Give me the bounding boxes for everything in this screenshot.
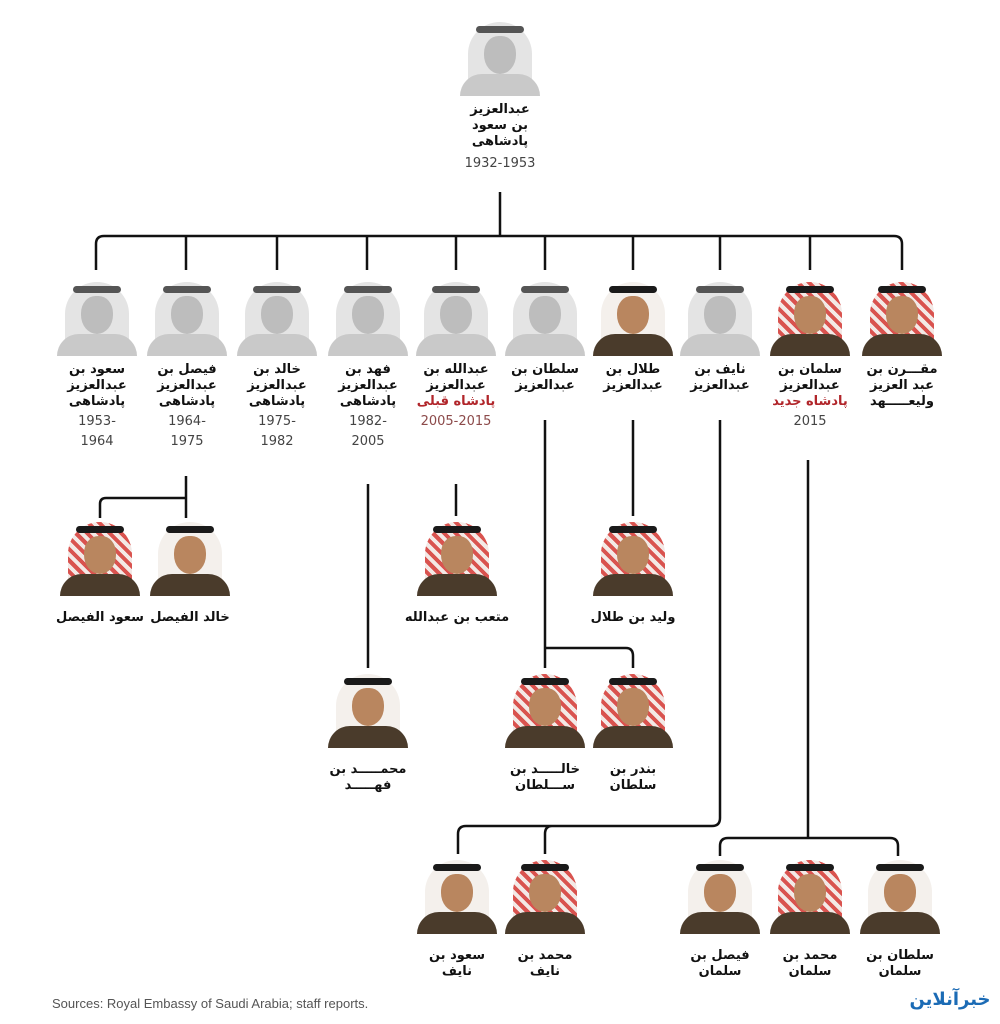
sources-caption: Sources: Royal Embassy of Saudi Arabia; … bbox=[52, 996, 369, 1011]
grandson-node-alwaleed: ولید بن طلال bbox=[578, 520, 688, 626]
grandson-name: محمـــــد بن فهـــــد bbox=[329, 762, 407, 793]
son-years: 2005-2015 bbox=[420, 414, 492, 429]
portrait-mohammed-fahd bbox=[328, 672, 408, 748]
grandson-name: خالـــــد بن ســـلطان bbox=[510, 762, 580, 793]
son-years: 1982- 2005 bbox=[349, 414, 387, 449]
portrait-faisal-salman bbox=[680, 858, 760, 934]
portrait-saud-nayef bbox=[417, 858, 497, 934]
son-node-faisal: فیصل بن عبدالعزیز پادشاهی 1964- 1975 bbox=[132, 280, 242, 452]
grandson-name: سعود بن نایف bbox=[428, 948, 486, 979]
grandson-name: محمد بن سلمان bbox=[782, 948, 838, 979]
salman-branch bbox=[718, 460, 900, 856]
grandson-node-saud-nayef: سعود بن نایف bbox=[402, 858, 512, 980]
grandson-node-mutaib: متعب بن عبدالله bbox=[402, 520, 512, 626]
grandson-node-faisal-salman: فیصل بن سلمان bbox=[665, 858, 775, 980]
portrait-saud bbox=[57, 280, 137, 356]
faisal-branch bbox=[98, 476, 188, 518]
grandson-node-bandar-sultan: بندر بن سلطان bbox=[578, 672, 688, 794]
grandson-name: محمد بن نایف bbox=[517, 948, 573, 979]
grandson-name: سلطان بن سلمان bbox=[866, 948, 934, 979]
son-years: 1964- 1975 bbox=[168, 414, 206, 449]
son-years: 2015 bbox=[793, 414, 827, 429]
portrait-mohammed-nayef bbox=[505, 858, 585, 934]
son-node-nayef: نایف بن عبدالعزیز bbox=[665, 280, 775, 394]
portrait-khalid bbox=[237, 280, 317, 356]
grandson-node-khalid-sultan: خالـــــد بن ســـلطان bbox=[490, 672, 600, 794]
son-role: پادشاه قبلی bbox=[416, 394, 496, 409]
son-role: پادشاه جدید bbox=[772, 394, 848, 409]
portrait-faisal bbox=[147, 280, 227, 356]
son-name: فهد بن عبدالعزیز پادشاهی bbox=[338, 362, 398, 409]
grandson-node-sultan-salman: سلطان بن سلمان bbox=[845, 858, 955, 980]
son-node-talal: طلال بن عبدالعزیز bbox=[578, 280, 688, 394]
portrait-bandar-sultan bbox=[593, 672, 673, 748]
grandson-name: بندر بن سلطان bbox=[609, 762, 657, 793]
grandson-node-saud-alfaisal: سعود الفیصل bbox=[45, 520, 155, 626]
grandson-name: خالد الفیصل bbox=[150, 610, 230, 625]
portrait-khalid-sultan bbox=[505, 672, 585, 748]
grandson-name: سعود الفیصل bbox=[56, 610, 144, 625]
son-name: مقـــرن بن عبد العزیز ولیعـــــهد bbox=[866, 362, 938, 409]
portrait-mutaib bbox=[417, 520, 497, 596]
son-node-fahd: فهد بن عبدالعزیز پادشاهی 1982- 2005 bbox=[313, 280, 423, 452]
root-years: 1932-1953 bbox=[464, 156, 536, 171]
son-name: سلطان بن عبدالعزیز bbox=[511, 362, 579, 393]
son-node-salman: سلمان بن عبدالعزیز پادشاه جدید 2015 bbox=[755, 280, 865, 432]
grandson-name: متعب بن عبدالله bbox=[404, 610, 510, 625]
son-years: 1953- 1964 bbox=[78, 414, 116, 449]
grandson-node-mohammed-nayef: محمد بن نایف bbox=[490, 858, 600, 980]
portrait-alwaleed bbox=[593, 520, 673, 596]
son-name: سعود بن عبدالعزیز پادشاهی bbox=[67, 362, 127, 409]
son-name: فیصل بن عبدالعزیز پادشاهی bbox=[157, 362, 217, 409]
portrait-sultan-salman bbox=[860, 858, 940, 934]
grandson-node-mohammed-fahd: محمـــــد بن فهـــــد bbox=[313, 672, 423, 794]
son-node-khalid: خالد بن عبدالعزیز پادشاهی 1975- 1982 bbox=[222, 280, 332, 452]
portrait-saud-alfaisal bbox=[60, 520, 140, 596]
portrait-fahd bbox=[328, 280, 408, 356]
portrait-nayef bbox=[680, 280, 760, 356]
root-node-abdulaziz: عبدالعزیز بن سعود پادشاهی 1932-1953 bbox=[445, 20, 555, 174]
portrait-khalid-alfaisal bbox=[150, 520, 230, 596]
son-node-saud: سعود بن عبدالعزیز پادشاهی 1953- 1964 bbox=[42, 280, 152, 452]
publisher-logo: خبرآنلاین bbox=[909, 989, 991, 1010]
sultan-branch bbox=[543, 420, 635, 668]
portrait-muqrin bbox=[862, 280, 942, 356]
son-name: طلال بن عبدالعزیز bbox=[603, 362, 663, 393]
son-node-abdullah: عبدالله بن عبدالعزیز پادشاه قبلی 2005-20… bbox=[401, 280, 511, 432]
portrait-salman bbox=[770, 280, 850, 356]
root-name: عبدالعزیز بن سعود پادشاهی bbox=[470, 102, 530, 149]
son-node-muqrin: مقـــرن بن عبد العزیز ولیعـــــهد bbox=[847, 280, 957, 410]
nayef-branch bbox=[456, 420, 722, 854]
portrait-talal bbox=[593, 280, 673, 356]
grandson-node-mohammed-salman: محمد بن سلمان bbox=[755, 858, 865, 980]
sons-bus bbox=[94, 234, 904, 270]
son-name: عبدالله بن عبدالعزیز bbox=[423, 362, 489, 393]
grandson-name: ولید بن طلال bbox=[590, 610, 676, 625]
grandson-name: فیصل بن سلمان bbox=[690, 948, 750, 979]
portrait-abdulaziz bbox=[460, 20, 540, 96]
son-name: نایف بن عبدالعزیز bbox=[690, 362, 750, 393]
portrait-sultan bbox=[505, 280, 585, 356]
portrait-abdullah bbox=[416, 280, 496, 356]
son-name: سلمان بن عبدالعزیز bbox=[778, 362, 842, 393]
son-name: خالد بن عبدالعزیز پادشاهی bbox=[247, 362, 307, 409]
portrait-mohammed-salman bbox=[770, 858, 850, 934]
grandson-node-khalid-alfaisal: خالد الفیصل bbox=[135, 520, 245, 626]
son-node-sultan: سلطان بن عبدالعزیز bbox=[490, 280, 600, 394]
son-years: 1975- 1982 bbox=[258, 414, 296, 449]
